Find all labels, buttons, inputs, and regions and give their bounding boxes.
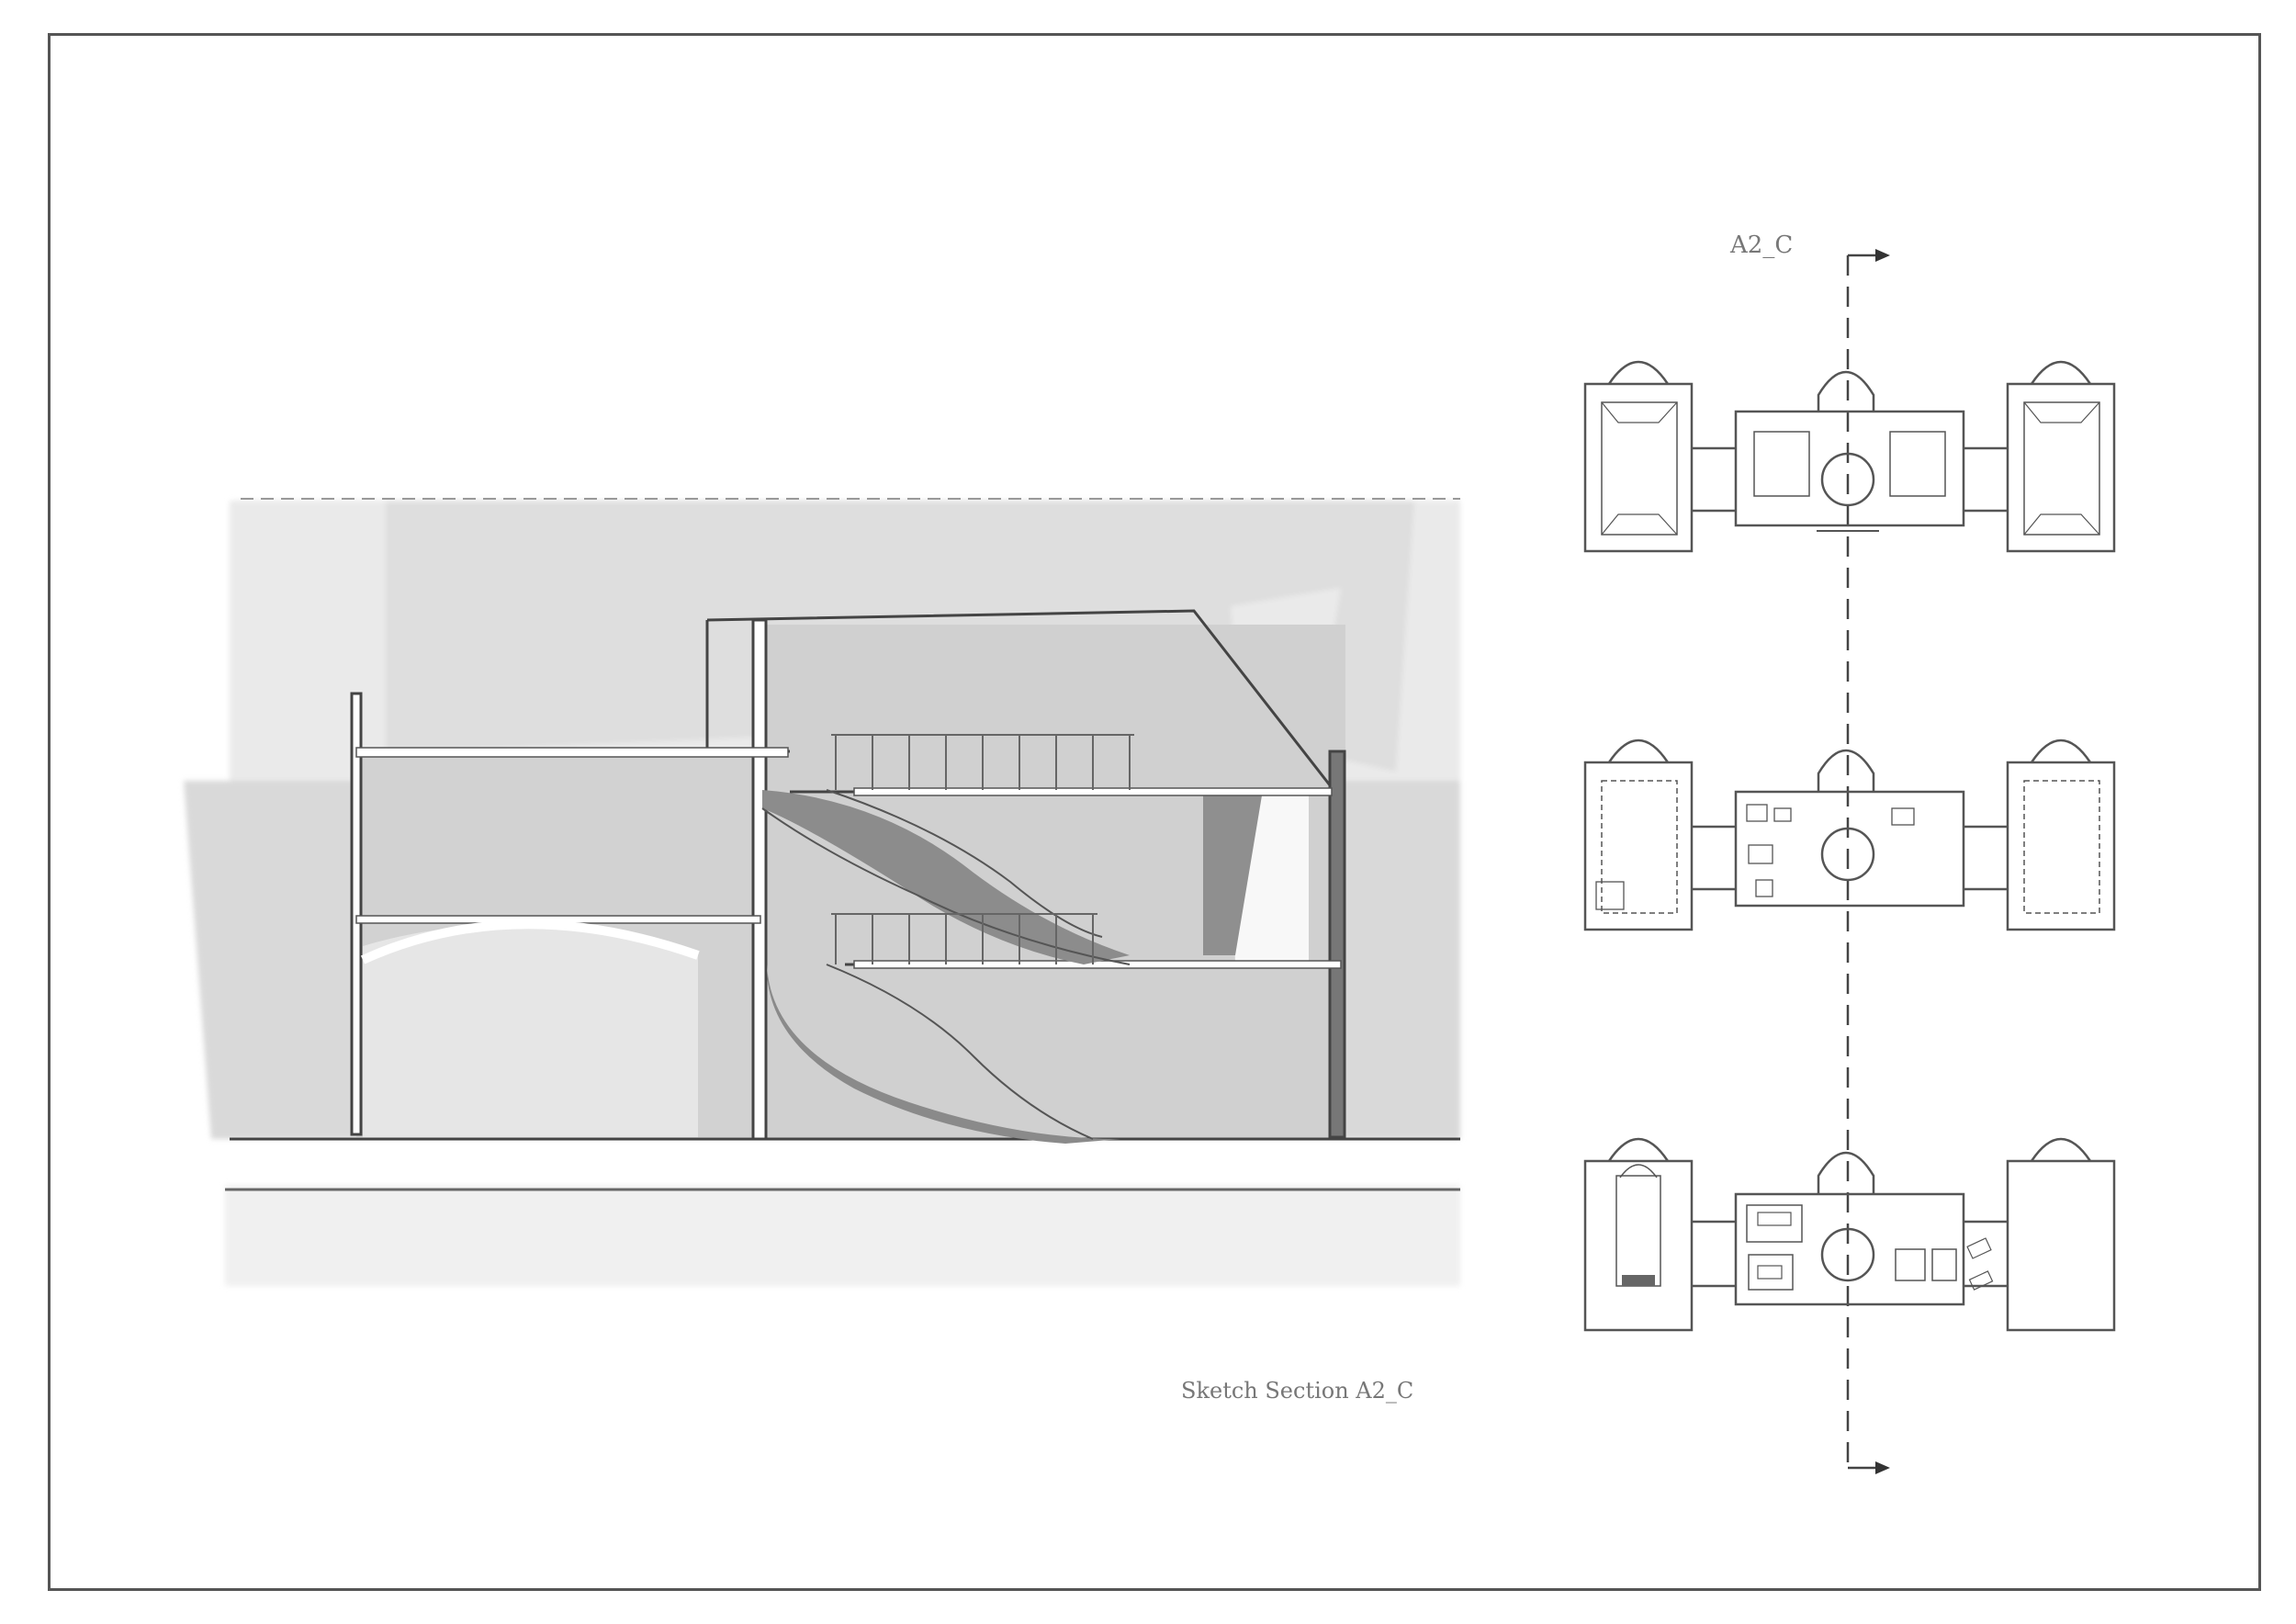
sheet-border: [48, 33, 2261, 1591]
section-caption: Sketch Section A2_C: [1181, 1378, 1414, 1404]
staircase-section: [184, 498, 1460, 1286]
upper-floor-plan: [1583, 360, 2116, 553]
section-rooms: [356, 625, 1345, 1139]
section-cut-line: [1846, 249, 1890, 1474]
lower-landing-slab: [853, 960, 1342, 969]
middle-floor-plan: [1583, 739, 2116, 931]
upper-slab: [355, 747, 789, 758]
upper-stair: [761, 734, 1134, 965]
lower-stair: [767, 913, 1120, 1144]
ground-floor-plan: [1583, 1137, 2116, 1332]
section-cut-label: A2_C: [1730, 231, 1794, 259]
vault-arch: [360, 919, 700, 964]
